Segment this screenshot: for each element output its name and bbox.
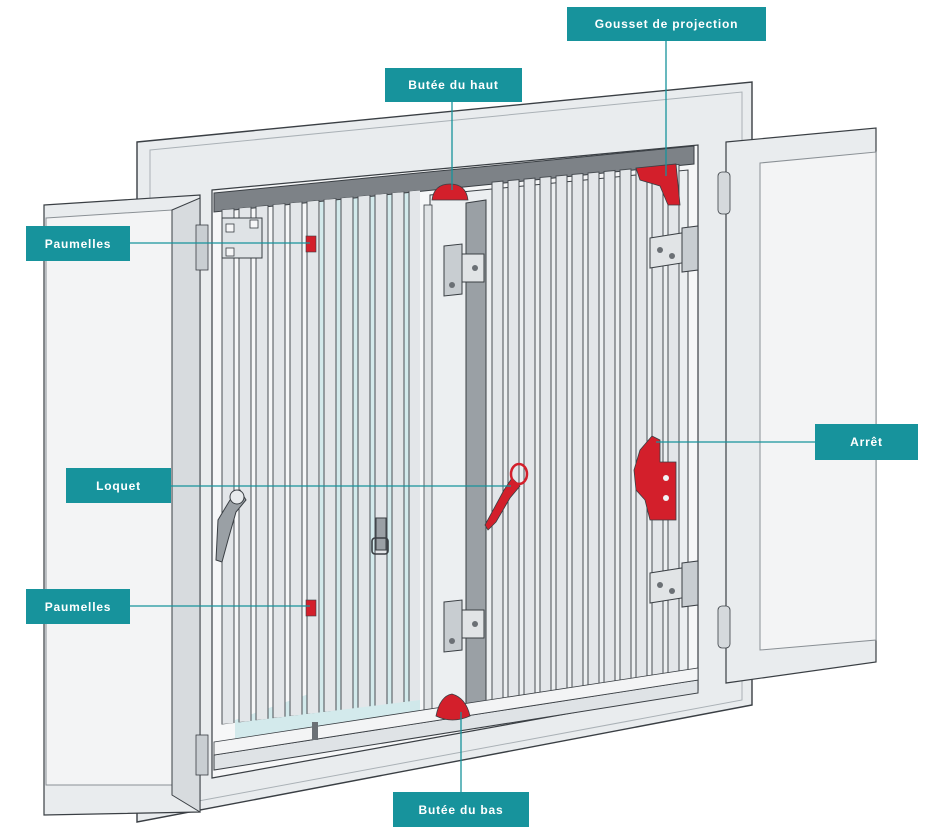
paumelle-top-red <box>305 235 317 253</box>
arret-red <box>633 435 677 521</box>
left-slat <box>272 202 286 719</box>
left-slat <box>323 197 337 713</box>
left-hinge-block <box>221 217 263 259</box>
left-slat <box>408 190 420 725</box>
top-rail <box>213 145 695 213</box>
left-handle <box>371 517 389 555</box>
loquet-red <box>484 462 529 531</box>
right-slat <box>635 166 648 689</box>
label-butee-du-bas: Butée du bas <box>393 792 529 827</box>
left-slat <box>255 204 269 721</box>
right-slat <box>523 177 536 702</box>
left-slat <box>391 191 405 725</box>
left-slat <box>221 208 235 725</box>
leader-lines <box>130 40 815 792</box>
right-slat <box>619 168 632 691</box>
label-paumelles-bottom: Paumelles <box>26 589 130 624</box>
right-slat <box>587 171 600 695</box>
left-slat <box>374 192 388 725</box>
left-slat <box>340 196 354 717</box>
left-window-sash <box>43 194 209 816</box>
right-hinge-bottom <box>649 560 699 608</box>
left-latch <box>215 489 247 563</box>
right-slat <box>491 180 504 706</box>
right-slat <box>555 174 568 699</box>
left-slat <box>289 201 303 717</box>
right-hinge-top <box>649 225 699 273</box>
right-window-sash <box>717 127 877 684</box>
left-leaf-slats <box>221 190 420 725</box>
center-hinge-top <box>443 243 485 297</box>
center-hinge-bottom <box>443 599 485 653</box>
left-slat <box>357 194 371 721</box>
right-slat <box>539 176 552 700</box>
label-loquet: Loquet <box>66 468 171 503</box>
right-slat <box>571 172 584 697</box>
paumelle-bottom-red <box>305 599 317 617</box>
left-slat <box>238 206 252 724</box>
label-butee-du-haut: Butée du haut <box>385 68 522 102</box>
label-gousset-de-projection: Gousset de projection <box>567 7 766 41</box>
right-slat <box>603 169 616 693</box>
right-slat <box>507 179 520 704</box>
butee-haut-red <box>431 183 469 201</box>
label-arret: Arrêt <box>815 424 918 460</box>
label-paumelles-top: Paumelles <box>26 226 130 261</box>
gousset-red <box>635 163 681 206</box>
left-slat <box>306 199 320 715</box>
